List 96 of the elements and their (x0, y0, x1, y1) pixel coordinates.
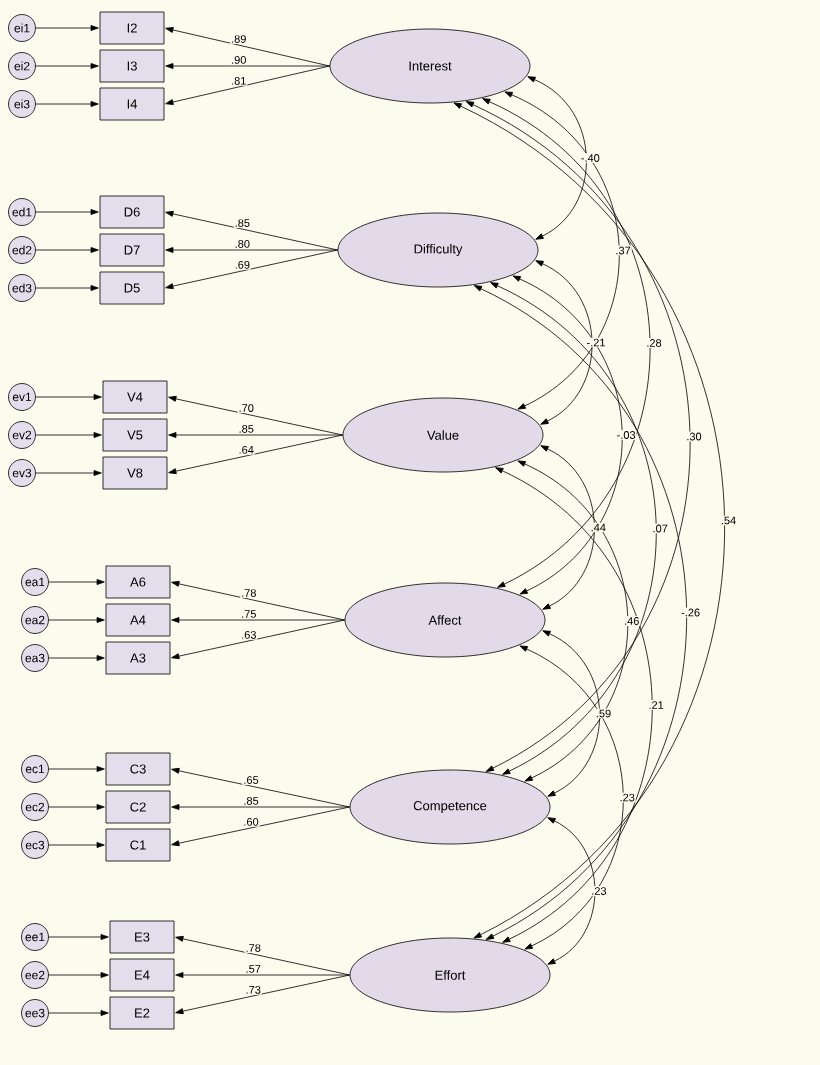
covariance-arrow (465, 101, 691, 772)
covariance-arrow (519, 645, 624, 950)
observed-variable-box: I4 (99, 87, 165, 121)
loading-arrow (171, 806, 350, 847)
edge-label: .81 (230, 75, 248, 86)
edge-label: .63 (240, 629, 258, 640)
edge-label: .69 (233, 259, 251, 270)
edge-label: .85 (242, 796, 260, 806)
arrow (35, 432, 102, 438)
covariance-arrow (547, 817, 596, 965)
loading-arrow (175, 974, 350, 1015)
observed-variable-box: C1 (105, 828, 171, 862)
covariance-arrow (490, 282, 657, 775)
edge-label: .73 (244, 984, 262, 995)
loading-arrow (171, 804, 350, 810)
loading-arrow (168, 434, 343, 475)
arrow (48, 579, 105, 585)
edge-label: .85 (233, 218, 251, 228)
arrow (35, 394, 102, 400)
edge-label: .46 (623, 616, 641, 626)
arrow (48, 972, 109, 978)
edge-label: .78 (244, 943, 262, 953)
edge-label: .44 (589, 522, 607, 533)
observed-variable-box: A4 (105, 603, 171, 637)
loading-arrow (165, 65, 330, 105)
arrow (35, 209, 99, 215)
edge-label: .30 (685, 431, 703, 442)
covariance-arrow (535, 260, 593, 425)
edge-label: .59 (594, 708, 613, 719)
edge-label: .70 (237, 403, 255, 413)
arrow (48, 842, 105, 848)
observed-variable-box: E2 (109, 996, 175, 1030)
covariance-arrow (542, 630, 601, 797)
observed-variable-box: V5 (102, 418, 168, 452)
edge-label: .64 (237, 444, 255, 455)
observed-variable-box: C3 (105, 752, 171, 786)
covariance-arrow (527, 76, 587, 240)
arrow (35, 63, 99, 69)
edge-label: .21 (647, 700, 665, 710)
observed-variable-box: V8 (102, 456, 168, 490)
edge-label: .37 (614, 245, 632, 256)
edge-label: .54 (719, 515, 738, 526)
loading-arrow (165, 247, 338, 253)
edge-label: .57 (244, 964, 262, 974)
edge-label: -.40 (579, 153, 601, 163)
arrow (48, 617, 105, 623)
covariance-arrow (504, 91, 620, 410)
observed-variable-box: A3 (105, 641, 171, 675)
arrow (48, 1010, 109, 1016)
covariance-arrow (540, 445, 595, 610)
edge-label: .75 (240, 609, 258, 619)
covariance-arrow (517, 460, 629, 782)
arrow (48, 804, 105, 810)
observed-variable-box: I2 (99, 11, 165, 45)
covariance-arrow (482, 98, 651, 588)
arrow (35, 25, 99, 31)
arrow (48, 934, 109, 940)
edge-label: .80 (233, 239, 251, 249)
loading-arrow (168, 432, 343, 438)
loading-arrow (175, 972, 350, 978)
edge-label: .78 (240, 588, 258, 598)
observed-variable-box: E4 (109, 958, 175, 992)
covariance-arrow (473, 285, 688, 940)
arrow (48, 655, 105, 661)
edge-label: -.03 (615, 430, 637, 440)
edge-label: .89 (230, 34, 248, 44)
covariance-arrow (453, 102, 725, 939)
covariance-arrow (495, 467, 653, 943)
arrow (35, 285, 99, 291)
observed-variable-box: V4 (102, 380, 168, 414)
arrow (35, 470, 102, 476)
edge-label: .23 (618, 792, 636, 803)
edge-label: -.26 (680, 607, 702, 618)
loading-arrow (171, 617, 345, 623)
edge-label: .85 (237, 424, 255, 434)
observed-variable-box: C2 (105, 790, 171, 824)
loading-arrow (165, 249, 338, 290)
observed-variable-box: I3 (99, 49, 165, 83)
observed-variable-box: A6 (105, 565, 171, 599)
loading-arrow (171, 619, 345, 660)
edge-label: .60 (242, 816, 260, 827)
observed-variable-box: E3 (109, 920, 175, 954)
arrow (35, 247, 99, 253)
edge-label: .23 (590, 886, 608, 896)
observed-variable-box: D5 (99, 271, 165, 305)
edge-label: .65 (242, 775, 260, 785)
covariance-arrow (512, 275, 623, 595)
edge-label: -.21 (585, 337, 607, 348)
arrow (48, 766, 105, 772)
observed-variable-box: D7 (99, 233, 165, 267)
edge-label: .90 (230, 55, 248, 65)
arrow (35, 101, 99, 107)
loading-arrow (165, 63, 330, 69)
edge-label: .28 (645, 338, 663, 348)
observed-variable-box: D6 (99, 195, 165, 229)
edge-label: .07 (651, 523, 669, 534)
